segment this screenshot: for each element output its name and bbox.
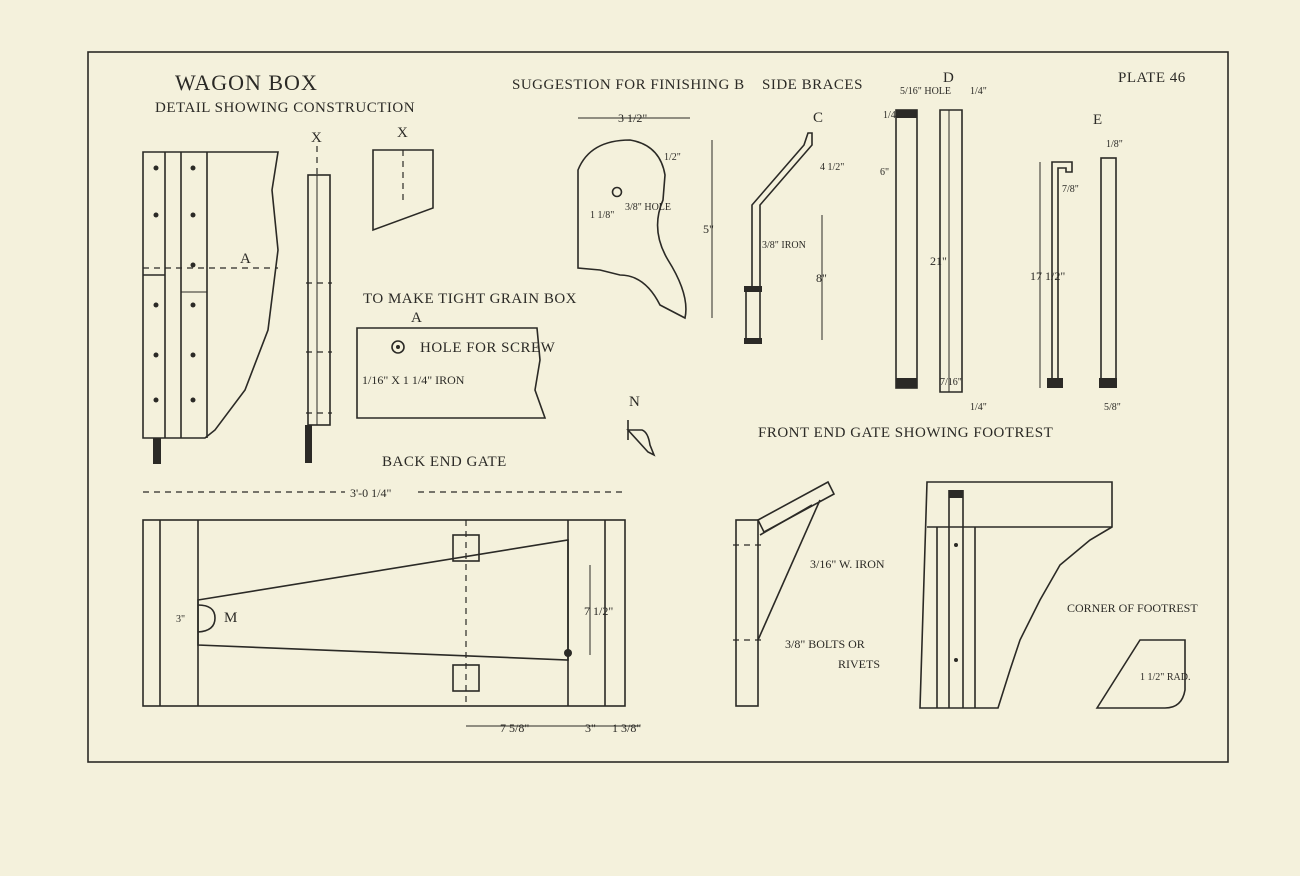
finishing-hole-text: 3/8" HOLE bbox=[625, 202, 671, 213]
n-detail: N bbox=[626, 394, 656, 457]
brace-c-low-dim: 8" bbox=[816, 271, 827, 285]
tight-grain-box-detail: TO MAKE TIGHT GRAIN BOX A HOLE FOR SCREW… bbox=[356, 291, 577, 419]
section-x-cross: X bbox=[372, 125, 434, 232]
back-gate-m-label: M bbox=[224, 610, 238, 626]
section-a-label: A bbox=[240, 251, 251, 267]
finishing-heading: SUGGESTION FOR FINISHING B bbox=[512, 77, 745, 93]
tight-box-hole-text: HOLE FOR SCREW bbox=[420, 340, 556, 356]
n-label: N bbox=[629, 394, 640, 410]
front-end-gate: FRONT END GATE SHOWING FOOTREST 3/16" W.… bbox=[733, 425, 1198, 709]
back-gate-bottom-dim-2: 3" bbox=[585, 721, 596, 735]
back-gate-overall-dim: 3'-0 1/4" bbox=[350, 486, 391, 500]
back-end-gate: BACK END GATE 3'-0 1/4" 3" M 7 1/2" 7 5/… bbox=[142, 454, 641, 735]
brace-c-label: C bbox=[813, 110, 824, 126]
plate-label: PLATE 46 bbox=[1118, 70, 1186, 86]
back-gate-slot-dim: 3" bbox=[176, 614, 185, 625]
brace-d-bottom-a: 7/16" bbox=[940, 377, 962, 388]
finishing-height-dim: 5" bbox=[703, 222, 714, 236]
front-gate-bolts-label-2: RIVETS bbox=[838, 657, 880, 671]
drawing-title: WAGON BOX bbox=[175, 70, 318, 95]
brace-e-label: E bbox=[1093, 112, 1103, 128]
back-gate-right-dim: 7 1/2" bbox=[584, 604, 613, 618]
brace-d-top-right: 1/4" bbox=[970, 86, 987, 97]
tight-box-letter: A bbox=[411, 310, 422, 326]
brace-c-iron: 3/8" IRON bbox=[762, 240, 806, 251]
brace-e-hook: 7/8" bbox=[1062, 184, 1079, 195]
front-gate-corner-heading: CORNER OF FOOTREST bbox=[1067, 601, 1198, 615]
brace-d-six: 6" bbox=[880, 167, 889, 178]
section-x-edge-view: X bbox=[305, 130, 332, 463]
brace-d-top-left: 1/4" bbox=[883, 110, 900, 121]
side-braces-detail: SIDE BRACES C 4 1/2" 3/8" IRON 8" D 5/16… bbox=[744, 70, 1123, 413]
brace-d-hole: 5/16" HOLE bbox=[900, 86, 951, 97]
brace-e-bottom: 5/8" bbox=[1104, 402, 1121, 413]
front-gate-heading: FRONT END GATE SHOWING FOOTREST bbox=[758, 425, 1053, 441]
plate-border bbox=[87, 51, 1229, 763]
finishing-b-detail: SUGGESTION FOR FINISHING B 3 1/2" 1/2" 3… bbox=[512, 77, 745, 320]
section-x-label-2: X bbox=[397, 125, 408, 141]
front-gate-radius-label: 1 1/2" RAD. bbox=[1140, 672, 1190, 683]
finishing-width-dim: 3 1/2" bbox=[618, 111, 647, 125]
brace-e-length: 17 1/2" bbox=[1030, 269, 1065, 283]
finishing-top-dim: 1/2" bbox=[664, 152, 681, 163]
brace-d-bottom-b: 1/4" bbox=[970, 402, 987, 413]
finishing-left-dim: 1 1/8" bbox=[590, 210, 614, 221]
drawing-subtitle: DETAIL SHOWING CONSTRUCTION bbox=[155, 100, 415, 116]
front-gate-iron-label: 3/16" W. IRON bbox=[810, 557, 885, 571]
wagon-box-detail: A bbox=[142, 151, 279, 464]
back-gate-heading: BACK END GATE bbox=[382, 454, 507, 470]
brace-d-length: 21" bbox=[930, 254, 947, 268]
tight-box-heading: TO MAKE TIGHT GRAIN BOX bbox=[363, 291, 577, 307]
side-braces-heading: SIDE BRACES bbox=[762, 77, 863, 93]
section-x-label-1: X bbox=[311, 130, 322, 146]
brace-d-label: D bbox=[943, 70, 954, 86]
back-gate-bottom-dim-1: 7 5/8" bbox=[500, 721, 529, 735]
front-gate-bolts-label-1: 3/8" BOLTS OR bbox=[785, 637, 865, 651]
brace-e-top: 1/8" bbox=[1106, 139, 1123, 150]
brace-c-top-dim: 4 1/2" bbox=[820, 162, 844, 173]
tight-box-iron-text: 1/16" X 1 1/4" IRON bbox=[362, 373, 465, 387]
back-gate-bottom-dim-3: 1 3/8" bbox=[612, 721, 641, 735]
